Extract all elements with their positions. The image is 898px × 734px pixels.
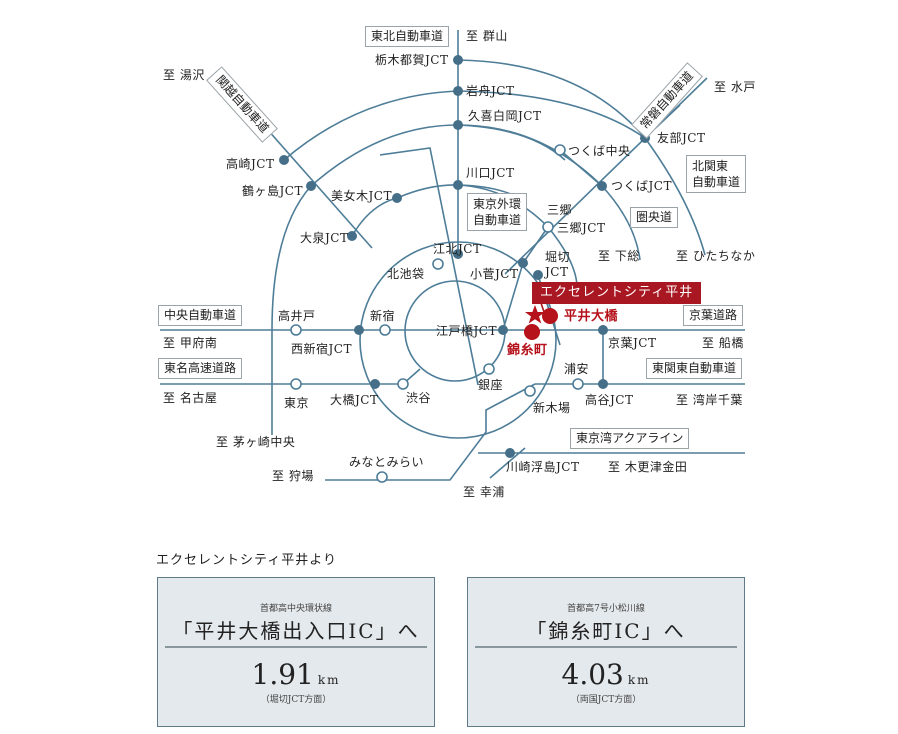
jct-takaya: 高谷JCT <box>585 393 634 407</box>
ic-shinjuku: 新宿 <box>370 309 396 323</box>
card-note: （両国JCT方面） <box>570 695 642 705</box>
jct-kawasaki-ukishima: 川崎浮島JCT <box>506 460 580 474</box>
card-note: （堀切JCT方面） <box>260 695 332 705</box>
jct-kawaguchi: 川口JCT <box>466 166 515 180</box>
kinshicho-label: 錦糸町 <box>507 343 548 358</box>
dest-mito: 至 水戸 <box>714 80 756 94</box>
dest-kisarazu: 至 木更津金田 <box>608 460 688 474</box>
distance-unit: km <box>317 673 341 687</box>
access-heading: エクセレントシティ平井より <box>156 553 337 568</box>
tohoku-expressway-label: 東北自動車道 <box>365 26 450 47</box>
ic-shibuya: 渋谷 <box>406 391 432 405</box>
jct-keiyo: 京葉JCT <box>608 336 657 350</box>
aqualine-label: 東京湾アクアライン <box>570 428 690 449</box>
higashikanto-expressway-label: 東関東自動車道 <box>646 358 743 379</box>
card-destination: 「錦糸町IC」へ <box>526 619 686 643</box>
jct-misato: 三郷JCT <box>557 221 606 235</box>
dest-funabashi: 至 船橋 <box>702 336 744 350</box>
jct-nishishinjuku: 西新宿JCT <box>291 342 352 356</box>
ic-tsukuba-chuo: つくば中央 <box>568 144 631 158</box>
ic-misato: 三郷 <box>547 203 573 217</box>
jct-tsukuba: つくばJCT <box>611 179 672 193</box>
hirai-ohashi-label: 平井大橋 <box>564 309 619 324</box>
dest-hitachinaka: 至 ひたちなか <box>676 249 756 263</box>
distance-unit: km <box>627 673 651 687</box>
jct-kohoku: 江北JCT <box>433 242 482 256</box>
tomei-expressway-label: 東名高速道路 <box>158 358 243 379</box>
jct-tochigi-tsuga: 栃木都賀JCT <box>375 53 449 67</box>
dest-nagoya: 至 名古屋 <box>163 391 218 405</box>
distance-value: 1.91 <box>251 658 314 691</box>
kitakanto-expressway-label: 北関東 自動車道 <box>686 155 747 193</box>
ic-kitaikebukuro: 北池袋 <box>387 267 425 281</box>
card-route: 首都高中央環状線 <box>259 604 332 614</box>
jct-oizumi: 大泉JCT <box>300 231 349 245</box>
ic-ginza: 銀座 <box>478 378 504 392</box>
jct-ohashi: 大橋JCT <box>330 393 379 407</box>
property-callout: エクセレントシティ平井 <box>532 282 702 304</box>
jct-edobashi: 江戸橋JCT <box>436 324 497 338</box>
card-divider <box>475 646 737 648</box>
ic-minatomirai: みなとみらい <box>349 455 425 469</box>
dest-koriyama: 至 群山 <box>466 29 508 43</box>
card-destination: 「平井大橋出入口IC」へ <box>172 619 420 643</box>
card-route: 首都高7号小松川線 <box>567 604 645 614</box>
expressway-map: 東北自動車道 関越自動車道 常磐自動車道 北関東 自動車道 東京外環 自動車道 … <box>158 26 756 499</box>
ic-shinkiba: 新木場 <box>533 401 571 415</box>
chuo-expressway-label: 中央自動車道 <box>158 305 243 326</box>
card-divider <box>165 646 427 648</box>
dest-shimofusa: 至 下総 <box>598 249 640 263</box>
dest-kofu-minami: 至 甲府南 <box>163 336 218 350</box>
jct-horikiri: 堀切 JCT <box>545 250 571 279</box>
dest-karibaba: 至 狩場 <box>272 469 314 483</box>
jct-bijogi: 美女木JCT <box>331 189 392 203</box>
route-lines <box>160 30 745 483</box>
dest-chigasaki: 至 茅ヶ崎中央 <box>216 435 296 449</box>
dest-yuzawa: 至 湯沢 <box>163 68 205 82</box>
jct-kosuge: 小菅JCT <box>470 267 519 281</box>
jct-tomobe: 友部JCT <box>657 131 706 145</box>
kenodo-label: 圏央道 <box>630 207 679 228</box>
ic-tokyo: 東京 <box>284 396 310 410</box>
jct-takasaki: 高崎JCT <box>226 157 275 171</box>
jct-tsurugashima: 鶴ヶ島JCT <box>242 184 303 198</box>
dest-wangan-chiba: 至 湾岸千葉 <box>676 393 743 407</box>
ic-urayasu: 浦安 <box>564 362 590 376</box>
gaikan-expressway-label: 東京外環 自動車道 <box>467 193 528 231</box>
dest-sachiura: 至 幸浦 <box>463 485 505 499</box>
jct-iwafune: 岩舟JCT <box>466 84 515 98</box>
ic-takaido: 高井戸 <box>278 309 316 323</box>
keiyo-road-label: 京葉道路 <box>683 305 744 326</box>
jct-kuki-shiraoka: 久喜白岡JCT <box>468 109 542 123</box>
distance-value: 4.03 <box>561 658 624 691</box>
